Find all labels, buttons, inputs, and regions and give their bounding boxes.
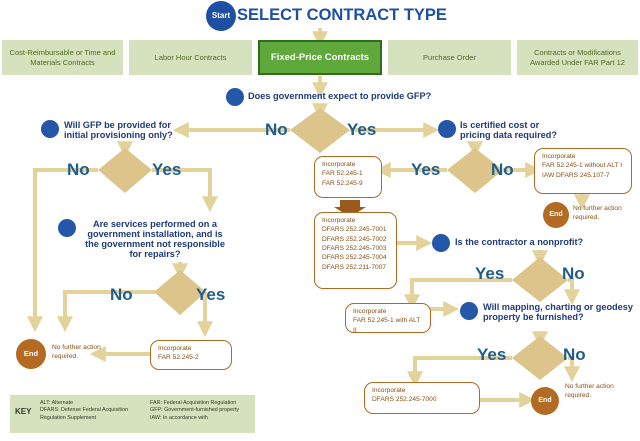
key-item: FAR: Federal Acquisition Regulation [150, 400, 237, 406]
answer-no-q2: No [67, 160, 90, 179]
box-line: Incorporate [158, 345, 192, 352]
incorporate-far-245-1-245-9: Incorporate FAR 52.245-1 FAR 52.245-9 [314, 156, 382, 198]
answer-no-q6: No [563, 345, 586, 364]
key-item: GFP: Government-furnished property [150, 407, 239, 414]
key-label: KEY [15, 407, 32, 416]
answer-yes-q3: Yes [411, 160, 441, 179]
arrow-q2-no [27, 168, 98, 333]
answer-yes-q4: Yes [196, 285, 226, 304]
box-line: FAR 52.245-1 [322, 170, 363, 178]
contract-type-fixed-price[interactable]: Fixed-Price Contracts [258, 40, 382, 75]
incorporate-far-with-alt-ii: Incorporate FAR 52.245-1 with ALT II [345, 303, 431, 334]
diamond-q5 [512, 257, 568, 302]
box-line: FAR 52.245-1 without ALT I [542, 162, 623, 170]
no-further-action-text: No further action required. [573, 205, 622, 221]
box-line: Incorporate [353, 308, 387, 315]
contract-type-purchase-order[interactable]: Purchase Order [388, 40, 511, 75]
box-line: DFARS 252.245-7000 [372, 396, 437, 404]
answer-yes-q6: Yes [477, 345, 507, 364]
box-line: FAR 52.245-9 [322, 179, 363, 187]
question-services-installation: Are services performed on a government i… [85, 219, 225, 259]
contract-type-far-part-12[interactable]: Contracts or Modifications Awarded Under… [517, 40, 638, 75]
no-further-action-text: No further action required. [565, 383, 614, 399]
question-gfp: Does government expect to provide GFP? [248, 91, 432, 101]
question-initial-provisioning: Will GFP be provided for initial provisi… [64, 120, 173, 140]
key-item: IAW: In accordance with [150, 414, 208, 421]
key-item: DFARS: Defense Federal Acquisition Regul… [40, 407, 129, 421]
arrow-q2-yes [152, 168, 218, 213]
answer-no-q4: No [110, 285, 133, 304]
page-title: SELECT CONTRACT TYPE [237, 6, 447, 24]
q6-bullet-icon [460, 302, 478, 320]
answer-no-q3: No [491, 160, 514, 179]
box-line: FAR 52.245-2 [158, 354, 199, 362]
diamond-q3 [447, 148, 503, 193]
arrow-q6-no [564, 356, 580, 383]
incorporate-dfars-list: Incorporate DFARS 252.245-7001 DFARS 252… [314, 212, 397, 289]
end-circle-icon [543, 202, 569, 228]
diamond-q1 [290, 108, 350, 153]
answer-no-q5: No [562, 264, 585, 283]
box-line: DFARS 252.211-7007 [322, 263, 387, 271]
brown-down-arrow [334, 200, 366, 217]
end-circle-icon [531, 387, 559, 415]
q1-bullet-icon [226, 88, 244, 106]
arrow-q6-yes [407, 356, 512, 388]
diamond-q2 [98, 148, 152, 193]
key-legend: KEY ALT: Alternate DFARS: Defense Federa… [10, 395, 255, 433]
answer-no-q1: No [265, 120, 288, 139]
flow-arrows [27, 28, 590, 408]
answer-yes-q2: Yes [152, 160, 182, 179]
question-mapping-charting: Will mapping, charting or geodesy proper… [483, 302, 633, 322]
incorporate-far-without-alt: Incorporate FAR 52.245-1 without ALT I I… [534, 148, 632, 194]
no-further-action-text: No further action required. [52, 344, 101, 360]
end-label: End [23, 349, 39, 358]
box-line: IAW DFARS 245.107-7 [542, 171, 610, 179]
diamond-q4 [154, 270, 206, 315]
box-line: Incorporate [372, 387, 406, 394]
box-line: Incorporate [322, 217, 356, 224]
q5-bullet-icon [432, 234, 450, 252]
q3-bullet-icon [438, 120, 456, 138]
contract-type-labor-hour[interactable]: Labor Hour Contracts [129, 40, 252, 75]
box-line: DFARS 252.245-7004 [322, 254, 387, 262]
box-line: DFARS 252.245-7002 [322, 235, 387, 243]
box-line: DFARS 252.245-7001 [322, 226, 387, 234]
end-label: End [538, 397, 552, 404]
box-line: Incorporate [322, 161, 356, 168]
key-column-left: ALT: Alternate DFARS: Defense Federal Ac… [40, 400, 145, 422]
contract-type-cost-reimbursable[interactable]: Cost-Reimbursable or Time and Materials … [2, 40, 123, 75]
key-column-right: FAR: Federal Acquisition Regulation GFP:… [150, 400, 253, 422]
end-label: End [549, 211, 563, 218]
start-circle-icon [206, 1, 236, 31]
question-nonprofit: Is the contractor a nonprofit? [455, 237, 584, 247]
start-label: Start [211, 11, 231, 20]
arrow-q5-no [564, 278, 580, 306]
arrow-q4-no [57, 290, 155, 333]
answer-yes-q1: Yes [347, 120, 377, 139]
answer-yes-q5: Yes [475, 264, 505, 283]
diamond-q6 [512, 336, 568, 380]
arrow-q5-yes [404, 278, 512, 311]
key-item: ALT: Alternate [40, 400, 74, 406]
incorporate-far-245-2: Incorporate FAR 52.245-2 [150, 340, 232, 370]
end-circle-icon [16, 339, 46, 369]
question-certified-cost: Is certified cost or pricing data requir… [460, 120, 557, 140]
q4-bullet-icon [58, 219, 76, 237]
incorporate-dfars-7000: Incorporate DFARS 252.245-7000 [364, 382, 480, 414]
box-line: Incorporate [542, 153, 576, 160]
box-line: FAR 52.245-1 with ALT II [353, 317, 421, 334]
q2-bullet-icon [41, 120, 59, 138]
box-line: DFARS 252.245-7003 [322, 245, 387, 253]
